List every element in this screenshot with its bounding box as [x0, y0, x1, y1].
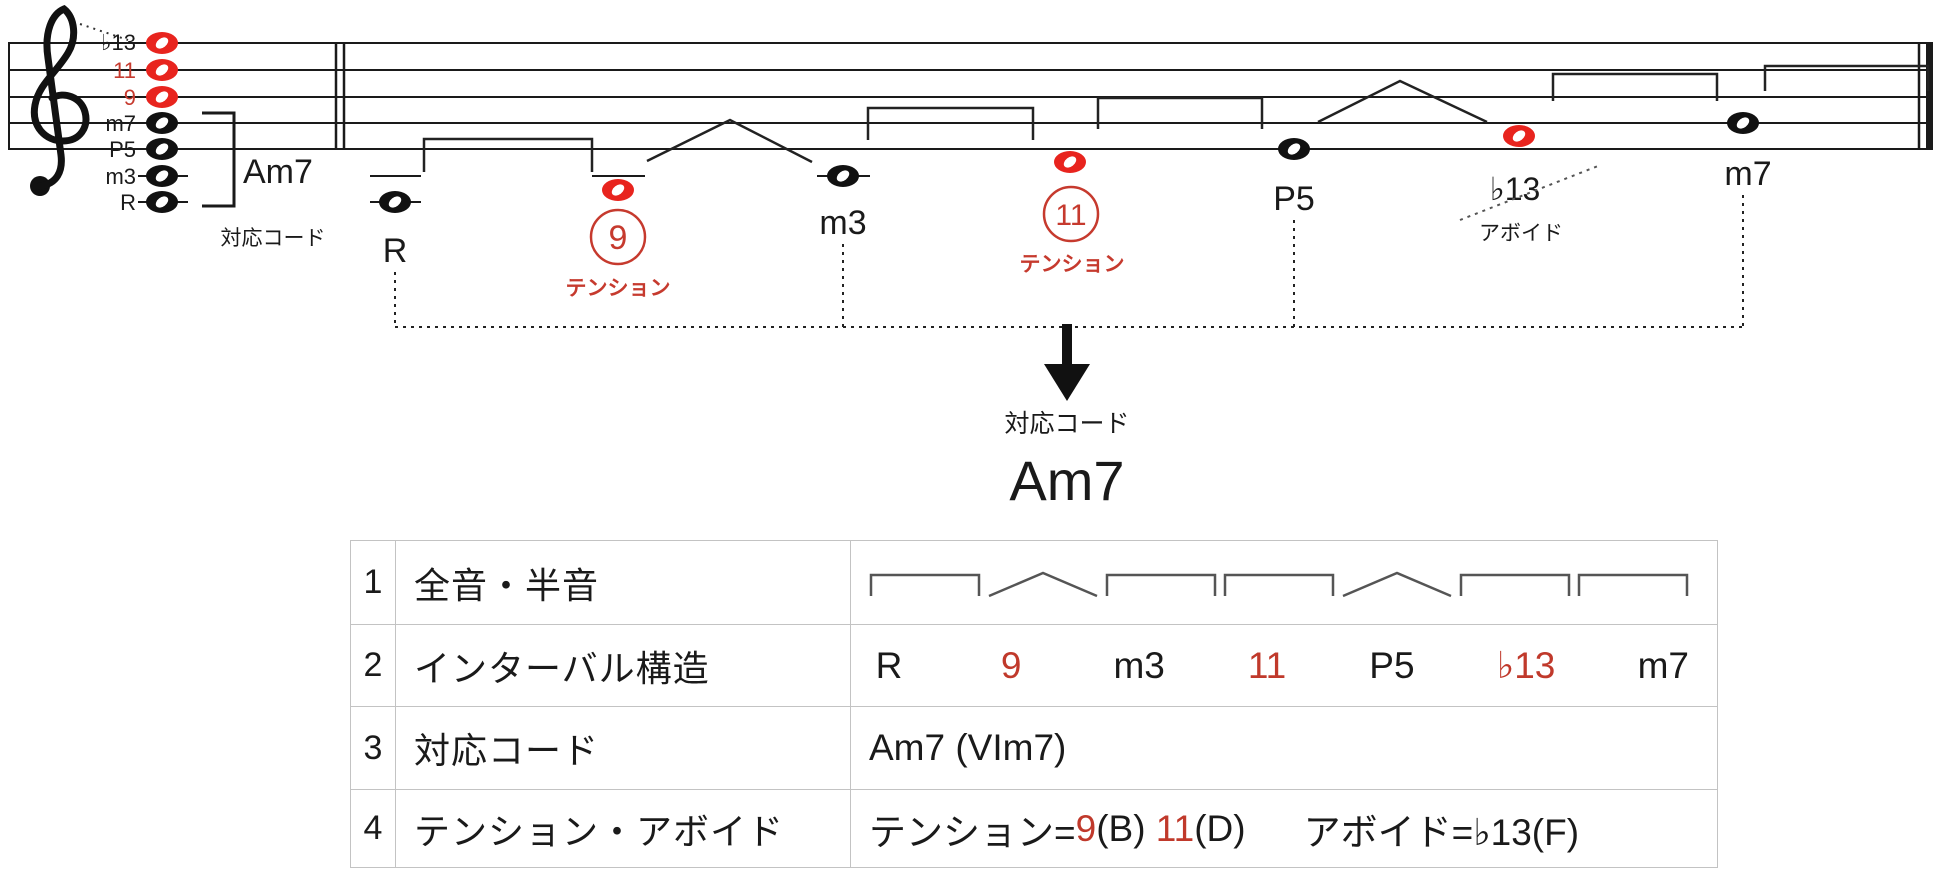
tension-eq-text: テンション=	[869, 811, 1076, 853]
interval-b13: ♭13	[1496, 645, 1556, 686]
notehead-seventh	[1727, 112, 1759, 134]
avoid-dotted-mark-stack	[79, 23, 129, 41]
half-step-glyph	[1342, 571, 1452, 597]
table-row-intervals: 2 インターバル構造 R 9 m3 11 P5 ♭13 m7	[351, 624, 1717, 706]
half-step-caret-1	[646, 118, 813, 164]
avoid-eq-text: アボイド=♭13(F)	[1303, 811, 1580, 853]
interval-structure-row: R 9 m3 11 P5 ♭13 m7	[869, 644, 1689, 687]
tension-9-text: 9	[1075, 807, 1097, 849]
interval-p5: P5	[1369, 644, 1415, 686]
whole-step-bracket-5	[1763, 64, 1930, 91]
notehead-root	[379, 191, 411, 213]
tension-11-text: 11	[1155, 807, 1195, 849]
stack-label-9: 9	[124, 85, 136, 110]
chord-scale-table: 1 全音・半音 2 インターバル構造 R	[350, 540, 1718, 868]
stack-label-r: R	[120, 190, 136, 215]
staff-lines	[8, 42, 1932, 150]
row-label-chord: 対応コード	[396, 707, 851, 789]
result-chord: Am7	[1009, 449, 1124, 512]
notehead-ninth	[602, 179, 634, 201]
final-barline	[1917, 42, 1933, 150]
label-root: R	[383, 232, 408, 270]
stack-caption: 対応コード	[221, 227, 326, 250]
treble-clef-icon	[30, 4, 90, 196]
whole-step-bracket-4	[1551, 72, 1719, 101]
step-pattern-row	[869, 567, 1689, 599]
interval-m7: m7	[1637, 644, 1689, 686]
interval-11: 11	[1247, 644, 1287, 686]
whole-step-glyph	[869, 573, 981, 596]
row-label-tension-avoid: テンション・アボイド	[396, 790, 851, 867]
stack-label-b13: ♭13	[101, 30, 136, 55]
whole-step-glyph	[1459, 573, 1571, 596]
label-flat13: ♭13	[1490, 171, 1541, 207]
notehead-flat13	[1503, 125, 1535, 147]
table-row-chord: 3 対応コード Am7 (VIm7)	[351, 706, 1717, 789]
stack-label-p5: P5	[109, 137, 136, 162]
table-row-steps: 1 全音・半音	[351, 541, 1717, 624]
tension-9-badge: 9 テンション	[566, 208, 671, 300]
row-label-intervals: インターバル構造	[396, 625, 851, 706]
stack-chord-name: Am7	[243, 153, 313, 191]
interval-9: 9	[1000, 644, 1022, 686]
notehead-m3-stack	[146, 165, 178, 187]
notehead-third	[827, 165, 859, 187]
whole-step-glyph	[1577, 573, 1689, 596]
stack-bracket	[202, 111, 236, 208]
tension-9-note-text: (B)	[1096, 807, 1156, 849]
half-step-glyph	[988, 571, 1098, 597]
notehead-eleventh	[1054, 151, 1086, 173]
row-number: 4	[351, 790, 396, 867]
notehead-9-stack	[146, 86, 178, 108]
tension-11-note-text: (D)	[1194, 807, 1246, 849]
row-number: 3	[351, 707, 396, 789]
row-number: 2	[351, 625, 396, 706]
stack-label-m3: m3	[105, 164, 136, 189]
notehead-b13-stack	[146, 32, 178, 54]
notehead-r-stack	[146, 191, 178, 213]
tension-11-label: テンション	[1020, 253, 1125, 276]
row-label-steps: 全音・半音	[396, 541, 851, 624]
label-seventh: m7	[1724, 155, 1771, 193]
avoid-label: アボイド	[1479, 222, 1563, 245]
whole-step-bracket-1	[422, 137, 594, 172]
notehead-11-stack	[146, 59, 178, 81]
result-caption: 対応コード	[1004, 410, 1129, 438]
chord-value: Am7 (VIm7)	[869, 727, 1067, 768]
interval-marks	[422, 64, 1930, 172]
whole-step-bracket-2	[866, 106, 1035, 140]
interval-m3: m3	[1113, 644, 1165, 686]
whole-step-glyph	[1105, 573, 1217, 596]
down-arrow-icon	[1044, 324, 1090, 401]
stack-label-11: 11	[113, 58, 136, 83]
half-step-caret-2	[1317, 79, 1488, 124]
stack-label-m7: m7	[105, 111, 136, 136]
avoid-dotted-strike	[1459, 165, 1599, 221]
notehead-p5-stack	[146, 138, 178, 160]
scale-noteheads	[379, 112, 1759, 213]
label-fifth: P5	[1273, 180, 1315, 218]
label-third: m3	[819, 204, 866, 242]
staff-figure: ♭13 11 9 m7 P5 m3 R	[8, 4, 1933, 512]
stack-labels: ♭13 11 9 m7 P5 m3 R	[101, 30, 136, 215]
table-row-tension-avoid: 4 テンション・アボイド テンション=9(B) 11(D) アボイド=♭13(F)	[351, 789, 1717, 867]
tension-11-number: 11	[1055, 199, 1086, 232]
stack-noteheads	[146, 32, 178, 213]
interval-r: R	[875, 644, 903, 686]
notehead-fifth	[1278, 138, 1310, 160]
double-barline	[334, 42, 346, 150]
row-number: 1	[351, 541, 396, 624]
notehead-m7-stack	[146, 112, 178, 134]
tension-avoid-value: テンション=9(B) 11(D) アボイド=♭13(F)	[851, 790, 1717, 867]
whole-step-bracket-3	[1096, 96, 1264, 129]
tension-11-badge: 11 テンション	[1020, 185, 1125, 276]
whole-step-glyph	[1223, 573, 1335, 596]
tension-9-label: テンション	[566, 277, 671, 300]
tension-9-number: 9	[609, 219, 628, 257]
